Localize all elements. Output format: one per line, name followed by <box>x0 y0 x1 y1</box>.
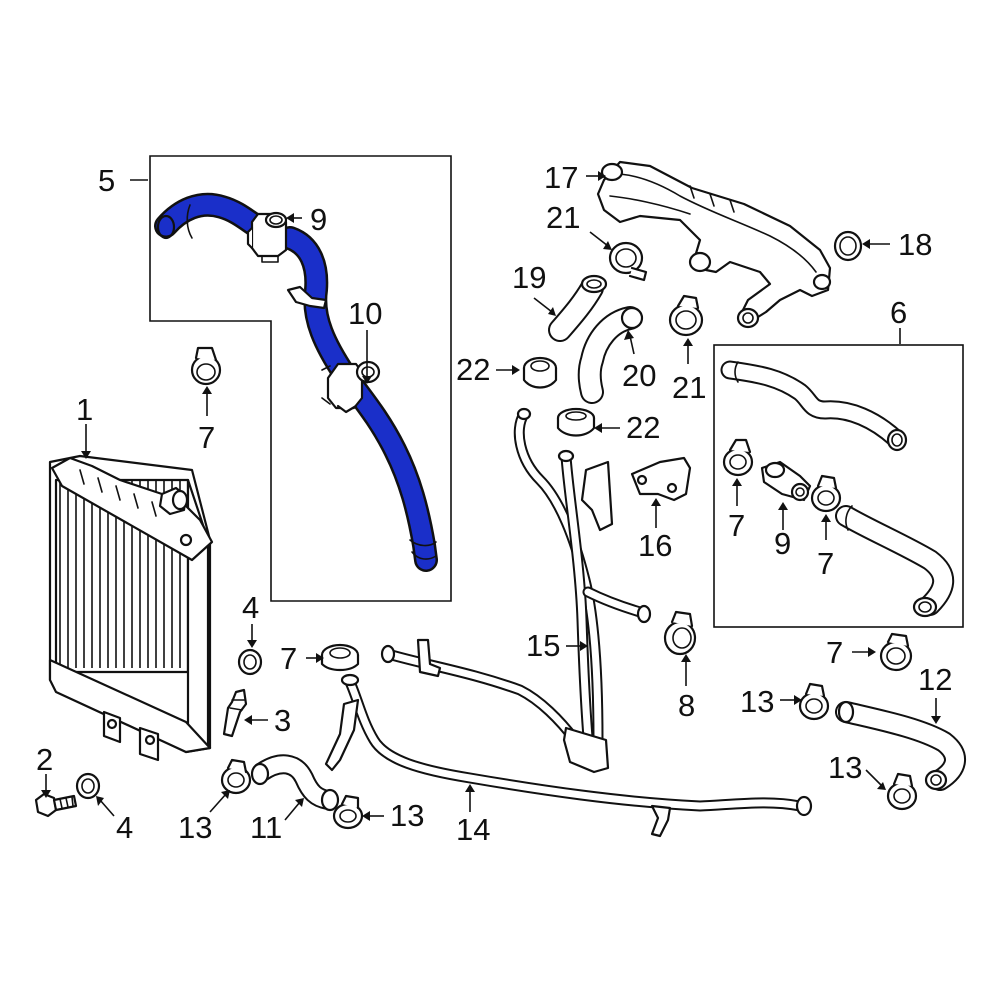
callout-13-mid: 13 <box>390 798 424 833</box>
callout-15: 15 <box>526 628 560 663</box>
clamp-21-lower[interactable] <box>668 294 704 337</box>
callout-7-left: 7 <box>198 420 215 455</box>
t-connector-9-top[interactable] <box>246 211 288 263</box>
cap-22-lower[interactable] <box>556 407 596 437</box>
grommet-4-bottom[interactable] <box>75 772 101 800</box>
callout-numbers: 1 2 3 4 4 5 6 7 7 7 7 7 8 9 9 10 11 12 1… <box>36 160 952 847</box>
clamp-7-box6-right[interactable] <box>810 474 842 513</box>
callout-7-cap: 7 <box>280 641 297 676</box>
seal-ring-18[interactable] <box>833 230 863 262</box>
clamp-13-right-upper[interactable] <box>798 682 830 721</box>
cap-7[interactable] <box>320 643 360 672</box>
connector-10[interactable] <box>321 360 381 414</box>
callout-7-box6-right: 7 <box>817 546 834 581</box>
callout-11: 11 <box>250 810 282 845</box>
coolant-pipe-15[interactable] <box>513 407 652 774</box>
callout-13-right-lower: 13 <box>828 750 862 785</box>
grommet-4-mid[interactable] <box>237 648 263 676</box>
callout-4-bottom: 4 <box>116 810 133 845</box>
t-connector-9-box6[interactable] <box>760 460 812 502</box>
clamp-13-right-lower[interactable] <box>886 772 918 811</box>
sensor-3[interactable] <box>222 688 248 738</box>
callout-3: 3 <box>274 703 291 738</box>
callout-19: 19 <box>512 260 546 295</box>
callout-17: 17 <box>544 160 578 195</box>
callout-12: 12 <box>918 662 952 697</box>
hose-11[interactable] <box>250 754 340 812</box>
callout-1: 1 <box>76 392 93 427</box>
callout-13-left: 13 <box>178 810 212 845</box>
clamp-7-right[interactable] <box>879 632 913 672</box>
clamp-7-box6-left[interactable] <box>722 438 754 477</box>
callout-14: 14 <box>456 812 490 847</box>
callout-20: 20 <box>622 358 656 393</box>
hose-20[interactable] <box>577 306 644 404</box>
callout-4-mid: 4 <box>242 590 259 625</box>
hose-box-6-upper[interactable] <box>720 360 908 452</box>
callout-16: 16 <box>638 528 672 563</box>
hose-19[interactable] <box>548 274 608 342</box>
clamp-13-left[interactable] <box>220 758 252 795</box>
bolt-2[interactable] <box>34 792 78 818</box>
coolant-pipe-14[interactable] <box>324 638 813 838</box>
leader-lines <box>41 171 941 821</box>
clamp-21-upper[interactable] <box>608 241 648 282</box>
callout-7-right: 7 <box>826 635 843 670</box>
callout-10: 10 <box>348 296 382 331</box>
callout-13-right-upper: 13 <box>740 684 774 719</box>
callout-9-box6: 9 <box>774 526 791 561</box>
assembly-box-5 <box>149 155 452 602</box>
callout-22-upper: 22 <box>456 352 490 387</box>
assembly-box-6 <box>713 344 964 628</box>
callout-9-top: 9 <box>310 202 327 237</box>
clamp-13-mid[interactable] <box>332 794 364 830</box>
radiator-1[interactable] <box>48 454 214 762</box>
bracket-16[interactable] <box>630 456 692 502</box>
callout-2: 2 <box>36 742 53 777</box>
callout-5: 5 <box>98 163 115 198</box>
hose-12[interactable] <box>835 700 966 791</box>
clamp-7-left[interactable] <box>190 346 222 386</box>
callout-21-upper: 21 <box>546 200 580 235</box>
cap-22-upper[interactable] <box>522 356 558 389</box>
hose-box-6-lower[interactable] <box>835 505 955 618</box>
callout-18: 18 <box>898 227 932 262</box>
clamp-8[interactable] <box>663 610 697 656</box>
callout-7-box6-left: 7 <box>728 508 745 543</box>
water-manifold-17[interactable] <box>596 160 832 329</box>
callout-6: 6 <box>890 295 907 330</box>
callout-21-lower: 21 <box>672 370 706 405</box>
callout-8: 8 <box>678 688 695 723</box>
callout-22-lower: 22 <box>626 410 660 445</box>
